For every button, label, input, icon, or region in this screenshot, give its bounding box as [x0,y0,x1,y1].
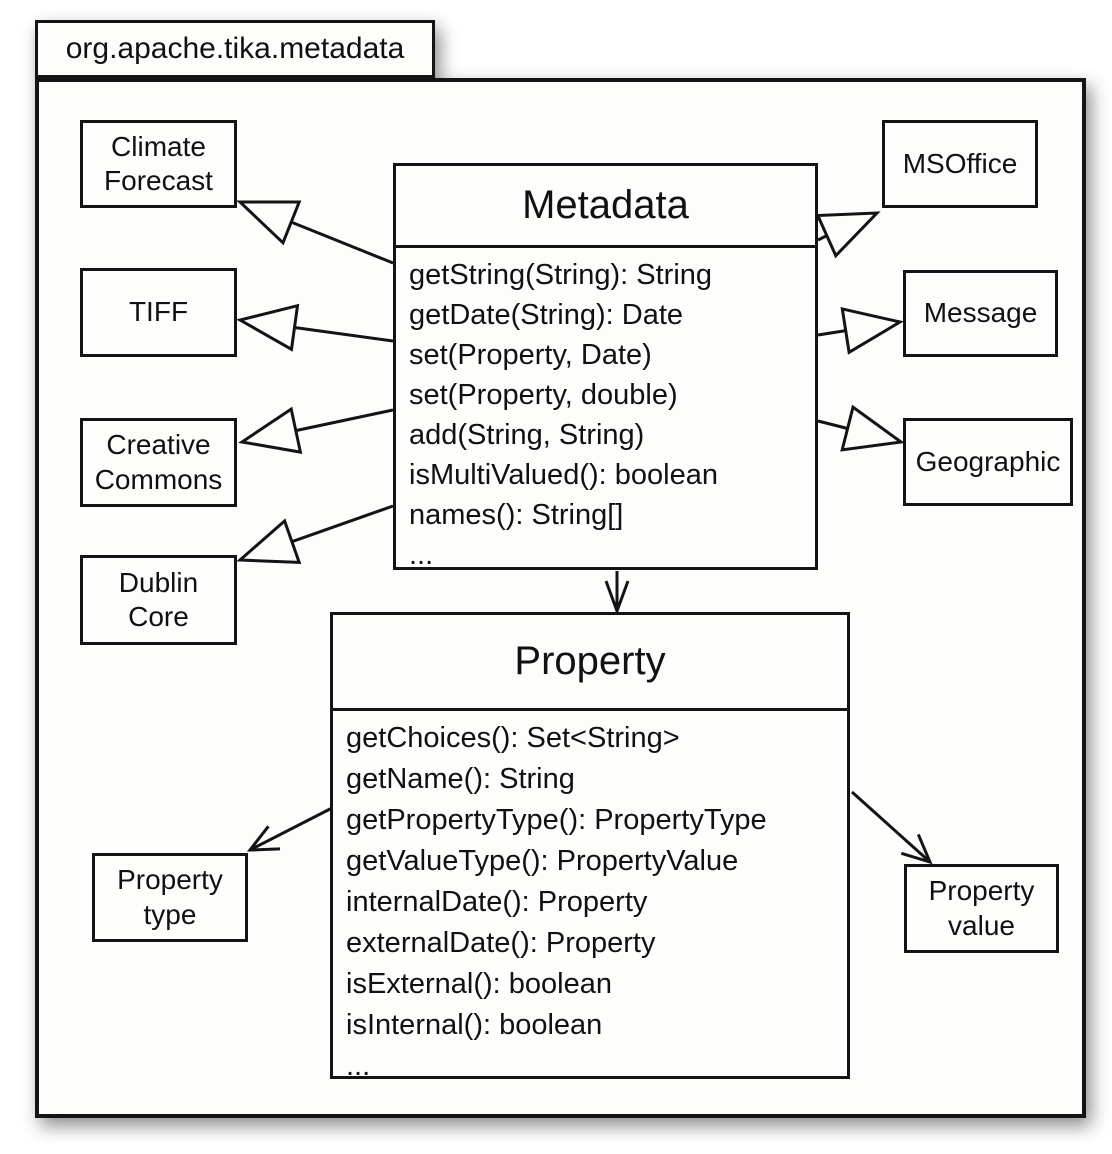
method-item: getPropertyType(): PropertyType [346,804,767,836]
method-item: internalDate(): Property [346,886,648,918]
method-item: ... [346,1050,371,1082]
class-title: Metadata [396,166,815,248]
package-tab: org.apache.tika.metadata [35,20,435,78]
metadata-method-list: getString(String): String getDate(String)… [396,248,815,575]
node-climate-forecast: Climate Forecast [80,120,237,208]
node-tiff: TIFF [80,268,237,357]
node-label: Message [923,297,1038,329]
method-item: set(Property, Date) [409,339,652,371]
node-dublin-core: Dublin Core [80,555,237,645]
property-method-list: getChoices(): Set<String> getName(): Stri… [333,711,847,1087]
node-label: MSOffice [902,147,1018,179]
method-item: isMultiValued(): boolean [409,459,718,491]
class-box-metadata: Metadata getString(String): String getDat… [393,163,818,571]
class-title: Property [333,615,847,711]
method-item: isExternal(): boolean [346,968,612,1000]
method-item: ... [409,539,434,571]
node-label: TIFF [128,296,189,328]
node-property-value: Property value [904,864,1059,953]
method-item: externalDate(): Property [346,927,656,959]
node-geographic: Geographic [903,418,1073,506]
node-message: Message [903,270,1058,357]
node-label: Climate Forecast [104,130,213,196]
method-item: isInternal(): boolean [346,1009,603,1041]
package-name: org.apache.tika.metadata [65,32,405,65]
class-box-property: Property getChoices(): Set<String> getNam… [330,612,850,1082]
node-label: Dublin Core [118,566,199,632]
method-item: add(String, String) [409,419,645,451]
node-label: Geographic [915,445,1061,477]
method-item: set(Property, double) [409,379,678,411]
method-item: getChoices(): Set<String> [346,722,680,754]
method-item: getString(String): String [409,259,713,291]
node-creative-commons: Creative Commons [80,418,237,507]
node-label: Property value [928,875,1035,941]
method-item: names(): String[] [409,499,624,531]
method-item: getValueType(): PropertyValue [346,845,739,877]
method-item: getName(): String [346,763,575,795]
node-msoffice: MSOffice [882,120,1038,208]
node-label: Creative Commons [94,429,223,495]
node-property-type: Property type [92,853,248,942]
method-item: getDate(String): Date [409,299,684,331]
node-label: Property type [117,864,223,930]
